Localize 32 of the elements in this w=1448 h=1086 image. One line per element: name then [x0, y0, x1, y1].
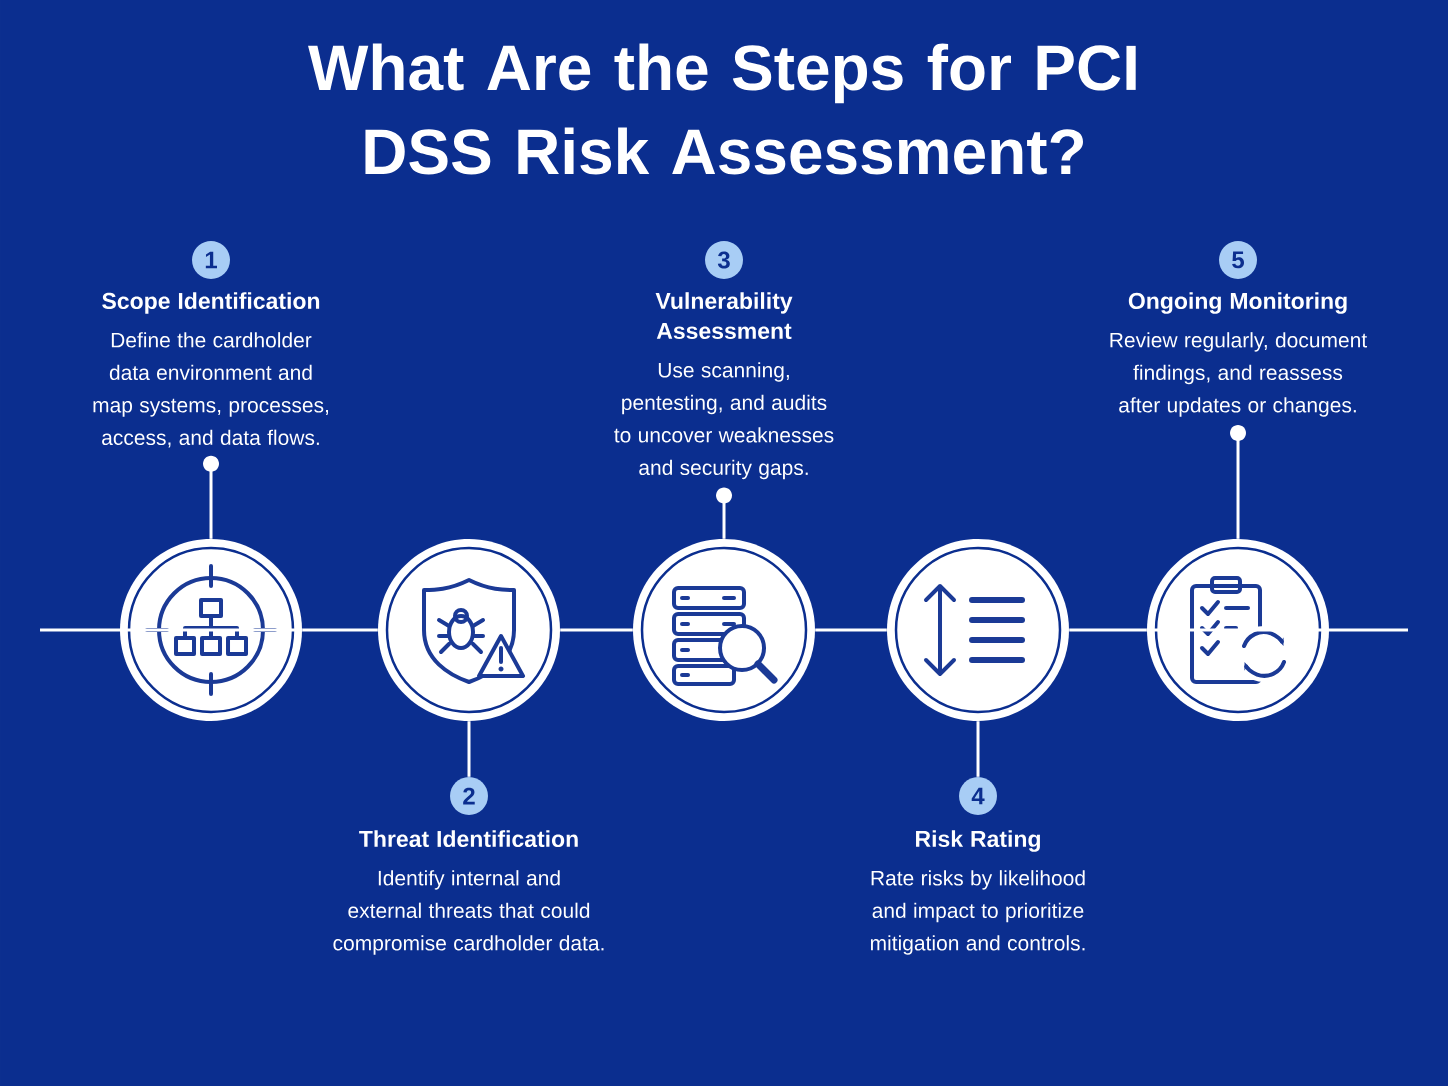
step-description: Define the cardholder data environment and map systems, processes, access, and data flows.: [93, 332, 329, 448]
number-badge: 4: [959, 777, 997, 815]
connector-line: [1069, 628, 1147, 632]
icon-circle: [887, 539, 1069, 721]
number-badge: 2: [450, 777, 488, 815]
connector-line: [1146, 628, 1408, 632]
number-badge: 3: [705, 241, 743, 279]
connector-line: [40, 628, 303, 632]
title: What Are the Steps for PCI DSS Risk Assessment?: [308, 43, 1136, 175]
step-heading: Threat Identification: [359, 830, 578, 848]
connector-line: [203, 455, 219, 539]
step-description: Rate risks by likelihood and impact to prioritize mitigation and controls.: [870, 870, 1085, 955]
connector-line: [560, 628, 633, 632]
number-badge: 5: [1219, 241, 1257, 279]
step-heading: Vulnerability Assessment: [655, 292, 793, 340]
step-description: Review regularly, document findings, and reassess after updates or changes.: [1110, 332, 1368, 417]
step-heading: Scope Identification: [102, 292, 320, 314]
connector-line: [716, 487, 732, 539]
step-description: Identify internal and external threats that could compromise cardholder data.: [333, 870, 604, 955]
icon-circle: [378, 539, 560, 721]
connector-line: [302, 628, 378, 632]
connector-line: [976, 721, 980, 777]
connector-line: [467, 721, 471, 777]
step-heading: Risk Rating: [916, 830, 1040, 852]
icon-circle: [633, 539, 815, 721]
icon-circle: [120, 539, 302, 721]
connector-line: [1230, 424, 1246, 539]
connector-line: [815, 628, 887, 632]
step-description: Use scanning, pentesting, and audits to uncover weaknesses and security gaps.: [614, 362, 834, 480]
step-heading: Ongoing Monitoring: [1128, 292, 1347, 314]
number-badge: 1: [192, 241, 230, 279]
icon-circle: [1147, 539, 1329, 721]
